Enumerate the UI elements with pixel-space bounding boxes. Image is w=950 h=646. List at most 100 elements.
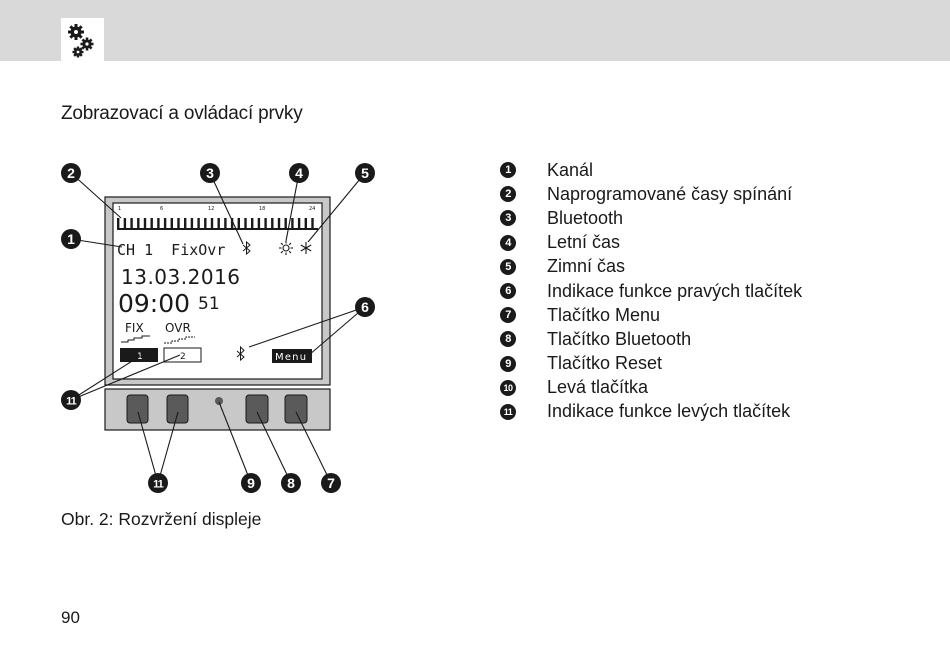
section-title: Zobrazovací a ovládací prvky bbox=[61, 103, 303, 124]
time-bar-segment bbox=[217, 218, 220, 230]
time-bar-segment bbox=[257, 218, 261, 230]
legend-item: 9 Tlačítko Reset bbox=[500, 352, 930, 376]
legend-label: Indikace funkce pravých tlačítek bbox=[547, 280, 803, 301]
legend-label: Tlačítko Menu bbox=[547, 304, 661, 325]
program-time-bars bbox=[117, 218, 318, 230]
fix-label: FIX bbox=[125, 321, 144, 335]
seconds-display: 51 bbox=[198, 294, 220, 314]
legend-number: 10 bbox=[500, 379, 516, 396]
time-bar-segment bbox=[130, 218, 133, 230]
time-bar-segment bbox=[277, 218, 281, 230]
menu-button[interactable] bbox=[284, 394, 308, 424]
time-bar-segment bbox=[304, 218, 307, 230]
legend-number: 11 bbox=[500, 403, 516, 420]
legend-number: 2 bbox=[500, 186, 516, 203]
legend-number: 8 bbox=[500, 331, 516, 348]
time-bar-segment bbox=[251, 218, 254, 230]
legend-item: 3 Bluetooth bbox=[500, 206, 930, 230]
legend-item: 5 Zimní čas bbox=[500, 255, 930, 279]
ovr-label: OVR bbox=[165, 321, 191, 335]
legend-number: 5 bbox=[500, 258, 516, 275]
sun-icon bbox=[279, 241, 293, 255]
legend-label: Tlačítko Reset bbox=[547, 353, 663, 374]
menu-softkey-label bbox=[272, 349, 312, 363]
legend-number: 4 bbox=[500, 234, 516, 251]
callout-8: 8 bbox=[287, 475, 295, 491]
legend-label: Bluetooth bbox=[547, 207, 624, 228]
time-bar-segment bbox=[297, 218, 301, 230]
time-bar-segment bbox=[184, 218, 187, 230]
time-bar-segment bbox=[284, 218, 287, 230]
time-display: 09:00 bbox=[118, 289, 190, 318]
callout-3: 3 bbox=[206, 165, 214, 181]
time-bar-segment bbox=[123, 218, 127, 230]
legend-number: 3 bbox=[500, 210, 516, 227]
figure-caption: Obr. 2: Rozvržení displeje bbox=[61, 509, 262, 529]
snowflake-icon bbox=[300, 242, 312, 254]
left-button-2[interactable] bbox=[166, 394, 189, 424]
time-bar-segment bbox=[163, 218, 167, 230]
time-bar-segment bbox=[271, 218, 274, 230]
bluetooth-button[interactable] bbox=[245, 394, 269, 424]
header-band bbox=[0, 0, 950, 61]
time-bar-segment bbox=[264, 218, 267, 230]
gears-icon bbox=[61, 18, 104, 69]
callout-11: 11 bbox=[153, 479, 164, 491]
bluetooth-icon bbox=[242, 240, 251, 256]
scale-tick-label: 18 bbox=[259, 206, 265, 212]
left-softkey-2-label bbox=[163, 347, 202, 363]
time-bar-segment bbox=[210, 218, 214, 230]
time-bar-segment bbox=[230, 218, 234, 230]
bluetooth-softkey-icon bbox=[236, 345, 245, 362]
time-bar-segment bbox=[197, 218, 200, 230]
callout-9: 9 bbox=[247, 475, 255, 491]
legend-label: Naprogramované časy spínání bbox=[547, 183, 793, 204]
page-number: 90 bbox=[61, 608, 80, 627]
time-bar-segment bbox=[137, 218, 140, 230]
time-bar-segment bbox=[311, 218, 314, 230]
svg-text:1: 1 bbox=[137, 352, 143, 362]
channel-indicator: CH 1 FixOvr bbox=[117, 241, 225, 259]
callout-2: 2 bbox=[67, 165, 75, 181]
legend-list: 1 Kanál 2 Naprogramované časy spínání 3 Blu… bbox=[500, 158, 930, 424]
scale-tick-label: 24 bbox=[309, 206, 315, 212]
time-bar-segment bbox=[177, 218, 180, 230]
svg-text:2: 2 bbox=[180, 352, 186, 362]
time-bar-segment bbox=[204, 218, 207, 230]
scale-tick-label: 1 bbox=[118, 206, 121, 212]
time-bar-segment bbox=[170, 218, 173, 230]
legend-item: 10 Levá tlačítka bbox=[500, 376, 930, 400]
date-display: 13.03.2016 bbox=[121, 265, 241, 289]
legend-item: 11 Indikace funkce levých tlačítek bbox=[500, 400, 930, 424]
legend-label: Tlačítko Bluetooth bbox=[547, 328, 692, 349]
scale-tick-label: 12 bbox=[208, 206, 214, 212]
legend-label: Levá tlačítka bbox=[547, 377, 649, 398]
svg-text:Menu: Menu bbox=[275, 352, 307, 363]
time-bar-segment bbox=[224, 218, 227, 230]
legend-item: 2 Naprogramované časy spínání bbox=[500, 182, 930, 206]
legend-item: 1 Kanál bbox=[500, 158, 930, 182]
reset-button[interactable] bbox=[215, 397, 223, 405]
legend-label: Zimní čas bbox=[547, 256, 626, 277]
callout-5: 5 bbox=[361, 165, 369, 181]
time-bar-segment bbox=[291, 218, 294, 230]
legend-number: 9 bbox=[500, 355, 516, 372]
callout-11: 11 bbox=[66, 396, 77, 408]
legend-label: Kanál bbox=[547, 159, 594, 180]
legend-number: 1 bbox=[500, 162, 516, 179]
time-bar-segment bbox=[150, 218, 153, 230]
time-bar-segment bbox=[117, 218, 120, 230]
callout-4: 4 bbox=[295, 165, 303, 181]
callout-7: 7 bbox=[327, 475, 335, 491]
legend-item: 8 Tlačítko Bluetooth bbox=[500, 327, 930, 351]
time-bar-segment bbox=[237, 218, 240, 230]
callout-6: 6 bbox=[361, 299, 369, 315]
time-bar-segment bbox=[157, 218, 160, 230]
time-bar-segment bbox=[143, 218, 147, 230]
legend-label: Indikace funkce levých tlačítek bbox=[547, 401, 791, 422]
left-button-1[interactable] bbox=[126, 394, 149, 424]
